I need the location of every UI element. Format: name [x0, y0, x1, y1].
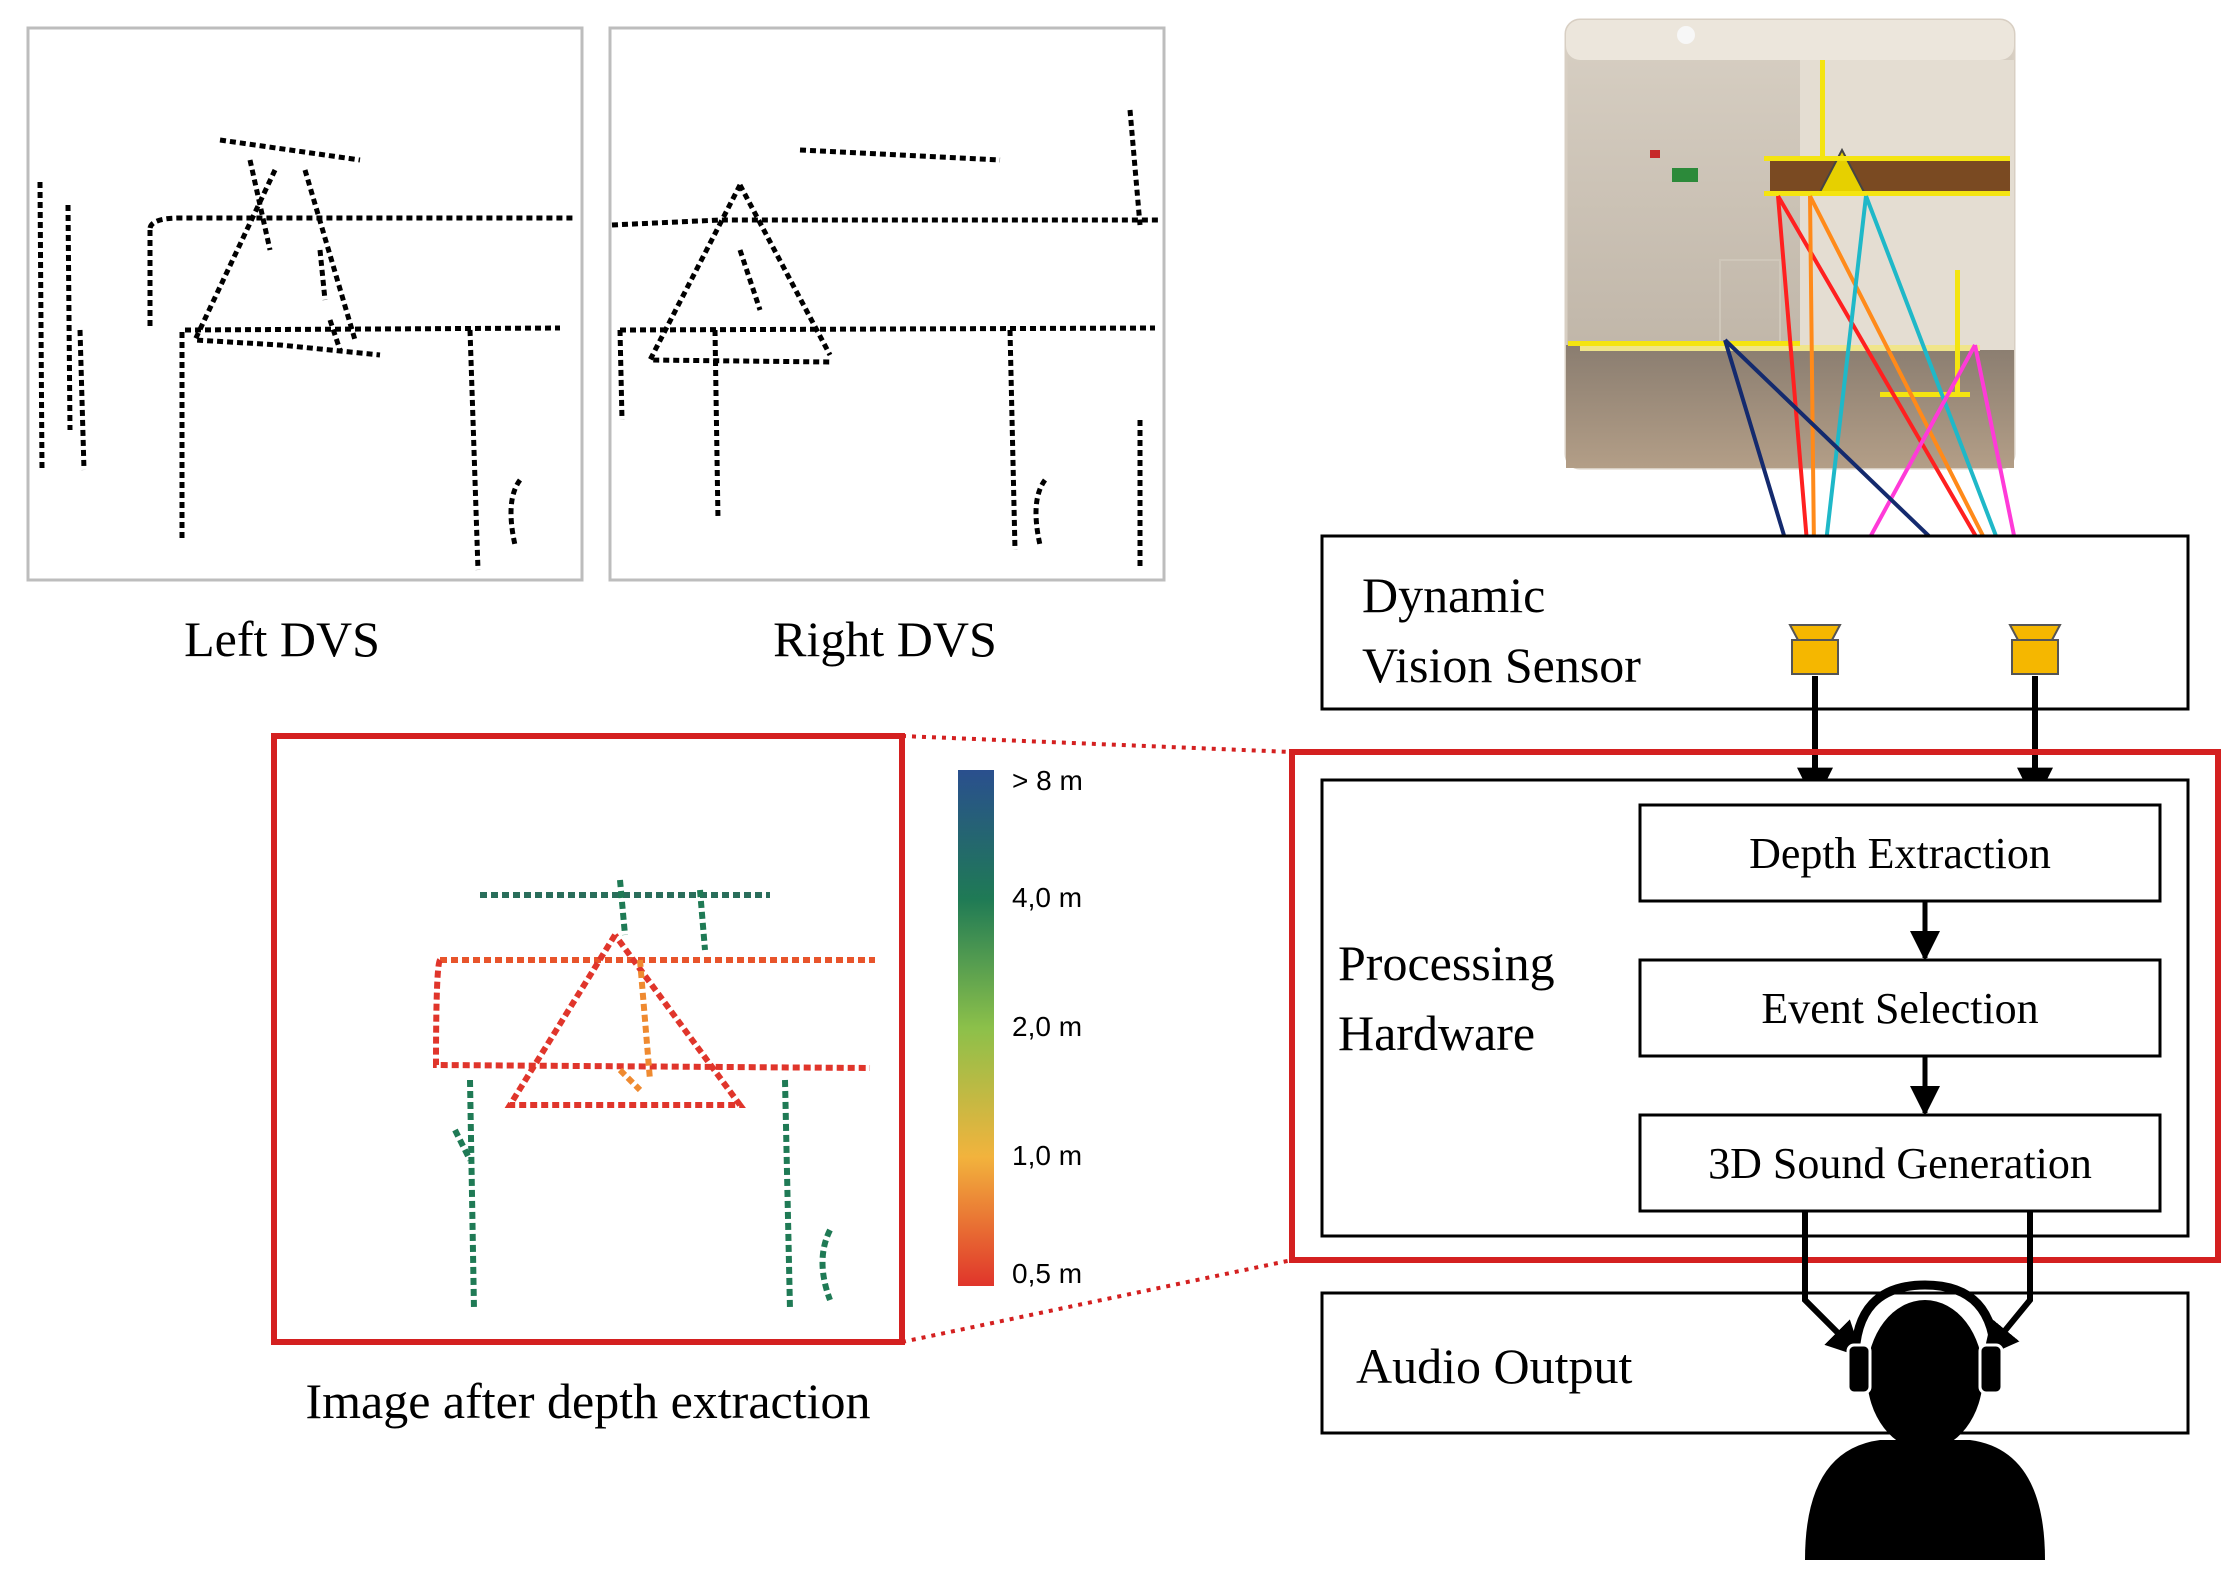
colorbar-label-0: > 8 m — [1012, 765, 1083, 796]
left-dvs-caption: Left DVS — [184, 611, 380, 667]
colorbar-label-1: 4,0 m — [1012, 882, 1082, 913]
depth-image-panel: > 8 m 4,0 m 2,0 m 1,0 m 0,5 m Image afte… — [271, 733, 1083, 1429]
processing-highlight-frame — [1289, 749, 2221, 1263]
left-sensor-icon — [1788, 624, 1842, 675]
zoom-connector-lines — [901, 734, 1293, 1344]
audio-output-label: Audio Output — [1356, 1338, 1633, 1394]
listener-with-headphones-icon — [1805, 1280, 2045, 1560]
right-sensor-icon — [2008, 624, 2062, 675]
event-selection-box — [1638, 958, 2162, 1058]
dvs-label-line2: Vision Sensor — [1362, 637, 1641, 693]
sound-generation-box — [1638, 1113, 2162, 1213]
dvs-block: Dynamic Vision Sensor — [1320, 534, 2190, 711]
processing-label-line2: Hardware — [1338, 1005, 1535, 1061]
audio-output-block: Audio Output — [1320, 1291, 2190, 1435]
depth-colorbar — [958, 770, 994, 1286]
event-selection-label: Event Selection — [1761, 984, 2038, 1033]
colorbar-label-4: 0,5 m — [1012, 1258, 1082, 1289]
processing-label-line1: Processing — [1338, 935, 1555, 991]
sound-generation-label: 3D Sound Generation — [1708, 1139, 2092, 1188]
colorbar-label-2: 2,0 m — [1012, 1011, 1082, 1042]
depth-extraction-box — [1638, 803, 2162, 903]
left-dvs-panel: Left DVS — [26, 26, 584, 667]
depth-extraction-label: Depth Extraction — [1749, 829, 2051, 878]
right-dvs-caption: Right DVS — [773, 611, 997, 667]
depth-image-caption: Image after depth extraction — [306, 1373, 871, 1429]
colorbar-label-3: 1,0 m — [1012, 1140, 1082, 1171]
processing-block: Processing Hardware Depth Extraction Eve… — [1320, 778, 2190, 1238]
processing-to-listener-arrows — [1802, 1211, 2033, 1358]
scene-photo — [1564, 18, 2016, 470]
dvs-label-line1: Dynamic — [1362, 567, 1545, 623]
right-dvs-panel: Right DVS — [608, 26, 1166, 667]
